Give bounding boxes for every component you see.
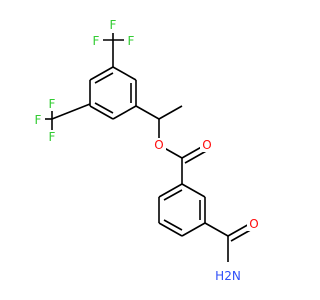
atom-label-layer: F F F F F F O O	[31, 18, 261, 284]
bond-ring1-c	[112, 105, 137, 120]
bond-ring-to-cf3-left	[51, 103, 91, 120]
bond-ring2-c	[181, 222, 206, 237]
bond-ring2-to-amide-c	[204, 222, 229, 237]
nitrogen-atom: H2N	[211, 268, 243, 284]
atom-label-f3: F	[128, 34, 135, 48]
molecule-structure-diagram: F F F F F F O O	[31, 18, 261, 284]
bond-carbonyl-double-2	[184, 149, 209, 164]
atom-label-f2: F	[110, 18, 117, 32]
oxygen-atom: O	[152, 138, 166, 152]
fluorine-atom: F	[45, 130, 59, 144]
atom-label-amide-nitrogen: H2N	[215, 269, 241, 283]
fluorine-atom: F	[45, 97, 59, 111]
atom-label-amide-oxygen: O	[249, 217, 258, 231]
bond-ring2-f-inner	[163, 189, 183, 201]
bond-ring1-d	[89, 105, 114, 120]
bond-layer	[37, 27, 255, 262]
bond-ring1-d-inner	[94, 102, 114, 114]
atom-label-carbonyl-oxygen: O	[202, 138, 211, 152]
oxygen-atom: O	[247, 217, 261, 231]
bond-ring1-f-inner	[94, 72, 114, 84]
atom-label-f1: F	[93, 34, 100, 48]
bond-ring2-a	[181, 183, 206, 198]
bond-ch-to-methyl	[158, 105, 183, 120]
bond-ring2-d	[158, 222, 183, 237]
fluorine-atom: F	[31, 113, 45, 127]
bond-ring2-f	[158, 183, 183, 198]
bond-ring1-a	[112, 66, 137, 81]
atom-label-f4: F	[49, 97, 56, 111]
atom-label-f6: F	[49, 130, 56, 144]
bond-ring1-f	[89, 66, 114, 81]
atom-label-ester-oxygen: O	[154, 138, 163, 152]
bond-ring2-d-inner	[163, 219, 183, 231]
fluorine-atom: F	[106, 18, 120, 33]
atom-label-f5: F	[35, 113, 42, 127]
fluorine-atom: F	[89, 34, 103, 48]
bond-ring-to-ch	[135, 105, 160, 120]
fluorine-atom: F	[124, 34, 138, 48]
oxygen-atom: O	[200, 138, 214, 152]
